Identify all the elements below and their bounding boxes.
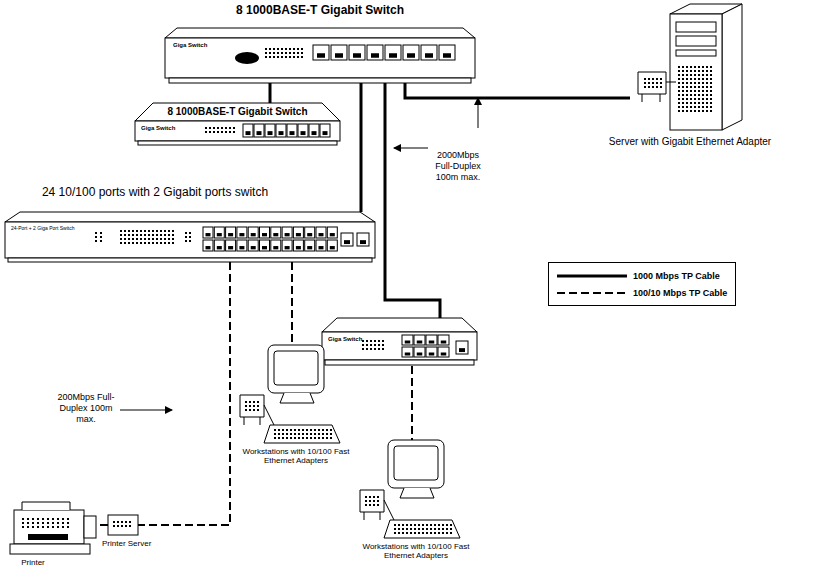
legend-text: 100/10 Mbps TP Cable (633, 288, 727, 298)
device-illustration (165, 28, 475, 83)
device-label: Workstations with 10/100 Fast Ethernet A… (242, 447, 350, 465)
printer-server-box: Printer Server (108, 515, 138, 535)
link-note: 2000Mbps Full-Duplex 100m max. (428, 150, 488, 182)
device-label: 8 1000BASE-T Gigabit Switch (165, 4, 475, 18)
device-label: Giga Switch (328, 336, 362, 343)
device-label: 24 10/100 ports with 2 Gigabit ports swi… (5, 186, 305, 200)
switch-device: Giga Switch (322, 318, 477, 366)
device-illustration (360, 440, 464, 540)
device-illustration (5, 212, 375, 262)
device-illustration (630, 2, 750, 134)
legend-row: 100/10 Mbps TP Cable (557, 284, 727, 301)
gigabit-cable (360, 83, 363, 212)
callout-arrow (120, 410, 172, 411)
callout-arrow (478, 98, 479, 128)
device-illustration (108, 515, 138, 535)
legend-row: 1000 Mbps TP Cable (557, 267, 727, 284)
device-label: 8 1000BASE-T Gigabit Switch (135, 106, 340, 118)
legend-sample (557, 271, 627, 281)
panel-label: 24-Port + 2 Giga Port Switch (11, 226, 75, 232)
gigabit-cable (385, 83, 440, 318)
legend-sample (557, 288, 627, 298)
fast-ethernet-cable (98, 524, 108, 526)
device-label: Printer (8, 558, 58, 567)
fast-ethernet-cable (411, 366, 413, 440)
panel-label: Giga Switch (173, 42, 207, 49)
gigabit-cable (405, 83, 630, 98)
link-note: 200Mbps Full-Duplex 100m max. (56, 392, 116, 424)
device-illustration (8, 500, 98, 555)
fast-ethernet-cable (291, 262, 293, 345)
workstation-device: Workstations with 10/100 Fast Ethernet A… (240, 345, 344, 445)
gigabit-cable (269, 83, 272, 103)
callout-arrow (394, 148, 428, 149)
device-illustration (240, 345, 344, 445)
switch-device: 8 1000BASE-T Gigabit SwitchGiga Switch (135, 103, 340, 145)
server-device: Server with Gigabit Ethernet Adapter (630, 2, 750, 134)
device-label: Workstations with 10/100 Fast Ethernet A… (362, 542, 470, 560)
switch-device: 24 10/100 ports with 2 Gigabit ports swi… (5, 212, 375, 262)
switch-device: 8 1000BASE-T Gigabit SwitchGiga Switch (165, 28, 475, 83)
workstation-device: Workstations with 10/100 Fast Ethernet A… (360, 440, 464, 540)
legend-box: 1000 Mbps TP Cable 100/10 Mbps TP Cable (548, 262, 736, 306)
printer-device: Printer (8, 500, 98, 555)
device-label: Printer Server (102, 539, 151, 548)
device-label: Server with Gigabit Ethernet Adapter (570, 136, 810, 148)
legend-text: 1000 Mbps TP Cable (633, 271, 720, 281)
fast-ethernet-cable (138, 262, 230, 525)
panel-label: Giga Switch (141, 125, 175, 132)
